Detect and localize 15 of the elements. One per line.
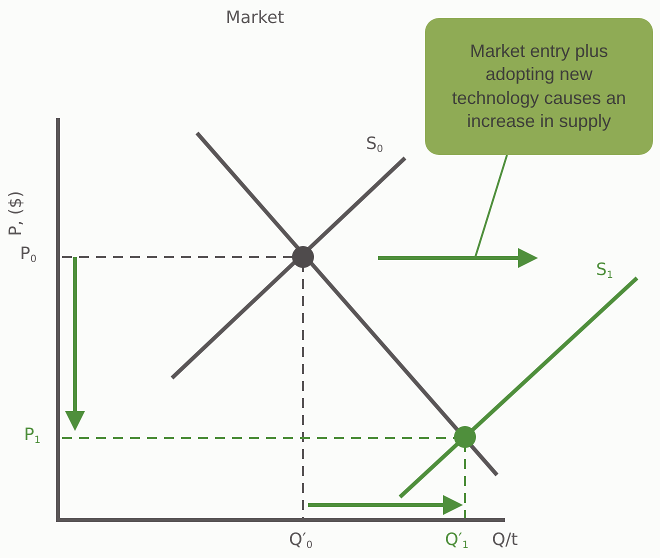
- curve-label: S$_{1}$: [596, 262, 614, 281]
- curve-label: Q/t: [492, 532, 518, 549]
- axis-label: P, ($): [8, 190, 25, 236]
- curve-label: P$_{0}$: [20, 246, 37, 265]
- leader-line: [474, 154, 508, 258]
- shift-arrow: [378, 248, 538, 268]
- curve-label: Q′$_{0}$: [289, 532, 313, 551]
- curve-label: S$_{0}$: [366, 136, 384, 155]
- chart-title: Market: [224, 8, 286, 28]
- curve-label: Q′$_{1}$: [445, 532, 469, 551]
- callout-text: Market entry plus adopting new technology causes an increase in supply: [450, 40, 628, 133]
- callout-box: [425, 18, 653, 155]
- shift-arrow: [308, 495, 463, 515]
- shift-arrow: [65, 257, 85, 431]
- curve-label: P$_{1}$: [24, 427, 41, 446]
